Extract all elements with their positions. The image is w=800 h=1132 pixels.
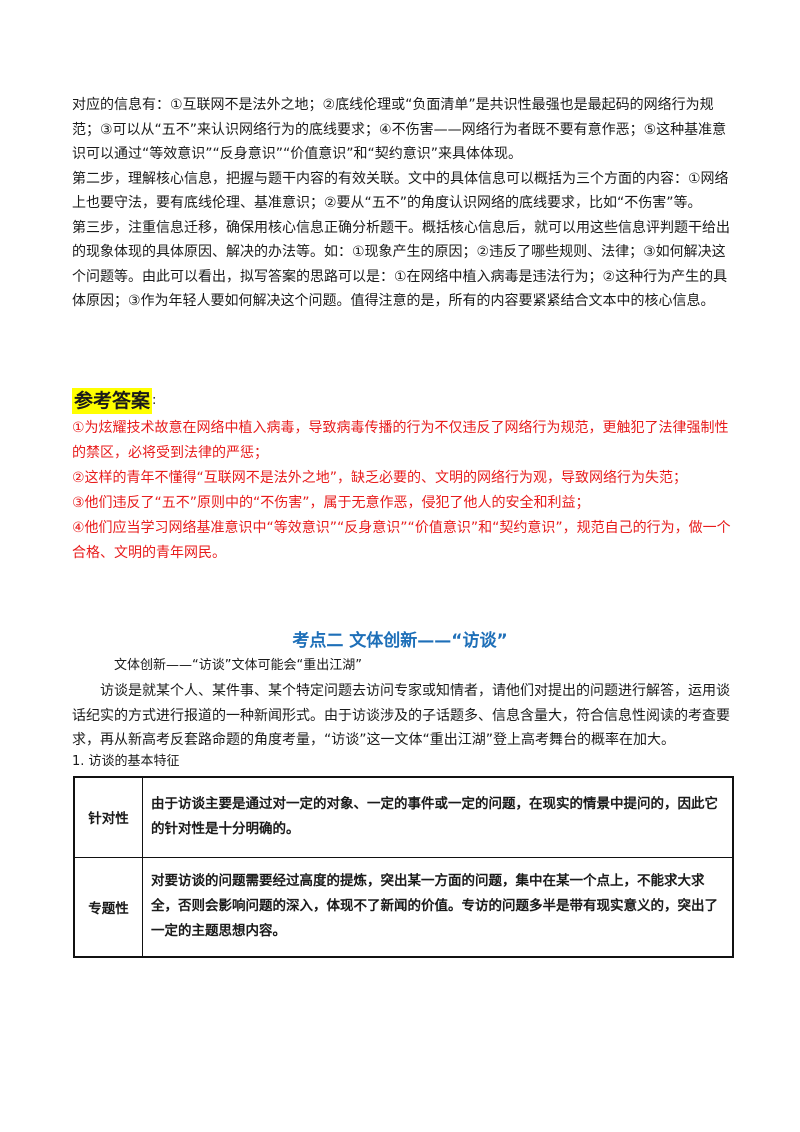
item-heading: 1. 访谈的基本特征 bbox=[72, 754, 180, 769]
intro-paragraph-2: 第二步，理解核心信息，把握与题干内容的有效关联。文中的具体信息可以概括为三个方面… bbox=[72, 170, 729, 212]
intro-paragraph-1: 对应的信息有：①互联网不是法外之地；②底线伦理或“负面清单”是共识性最强也是最起… bbox=[72, 97, 727, 162]
table-row: 专题性 对要访谈的问题需要经过高度的提炼，突出某一方面的问题，集中在某一个点上，… bbox=[73, 856, 734, 958]
answer-heading: 参考答案 : bbox=[72, 388, 156, 414]
intro-paragraph-3: 第三步，注重信息迁移，确保用核心信息正确分析题干。概括核心信息后，就可以用这些信… bbox=[72, 219, 730, 310]
table-desc: 对要访谈的问题需要经过高度的提炼，突出某一方面的问题，集中在某一个点上，不能求大… bbox=[142, 856, 734, 958]
answer-heading-label: 参考答案 bbox=[72, 388, 153, 414]
table-row: 针对性 由于访谈主要是通过对一定的对象、一定的事件或一定的问题，在现实的情景中提… bbox=[73, 776, 734, 858]
answer-heading-colon: : bbox=[152, 393, 157, 408]
intro-text: 对应的信息有：①互联网不是法外之地；②底线伦理或“负面清单”是共识性最强也是最起… bbox=[72, 93, 738, 314]
answer-list: ①为炫耀技术故意在网络中植入病毒，导致病毒传播的行为不仅违反了网络行为规范，更触… bbox=[72, 416, 738, 566]
section-subtitle: 文体创新——“访谈”文体可能会“重出江湖” bbox=[114, 658, 362, 673]
table-term: 专题性 bbox=[73, 856, 143, 958]
section-body: 访谈是就某个人、某件事、某个特定问题去访问专家或知情者，请他们对提出的问题进行解… bbox=[72, 683, 730, 748]
answer-item-1: ①为炫耀技术故意在网络中植入病毒，导致病毒传播的行为不仅违反了网络行为规范，更触… bbox=[72, 420, 729, 461]
section-title: 考点二 文体创新——“访谈” bbox=[292, 631, 508, 651]
answer-item-4: ④他们应当学习网络基准意识中“等效意识”“反身意识”“价值意识”和“契约意识”，… bbox=[72, 520, 731, 561]
answer-item-2: ②这样的青年不懂得“互联网不是法外之地”，缺乏必要的、文明的网络行为观，导致网络… bbox=[72, 470, 688, 486]
table-term: 针对性 bbox=[73, 776, 143, 858]
answer-item-3: ③他们违反了“五不”原则中的“不伤害”，属于无意作恶，侵犯了他人的安全和利益； bbox=[72, 495, 590, 511]
features-table: 针对性 由于访谈主要是通过对一定的对象、一定的事件或一定的问题，在现实的情景中提… bbox=[73, 776, 734, 958]
table-desc: 由于访谈主要是通过对一定的对象、一定的事件或一定的问题，在现实的情景中提问的，因… bbox=[142, 776, 734, 858]
